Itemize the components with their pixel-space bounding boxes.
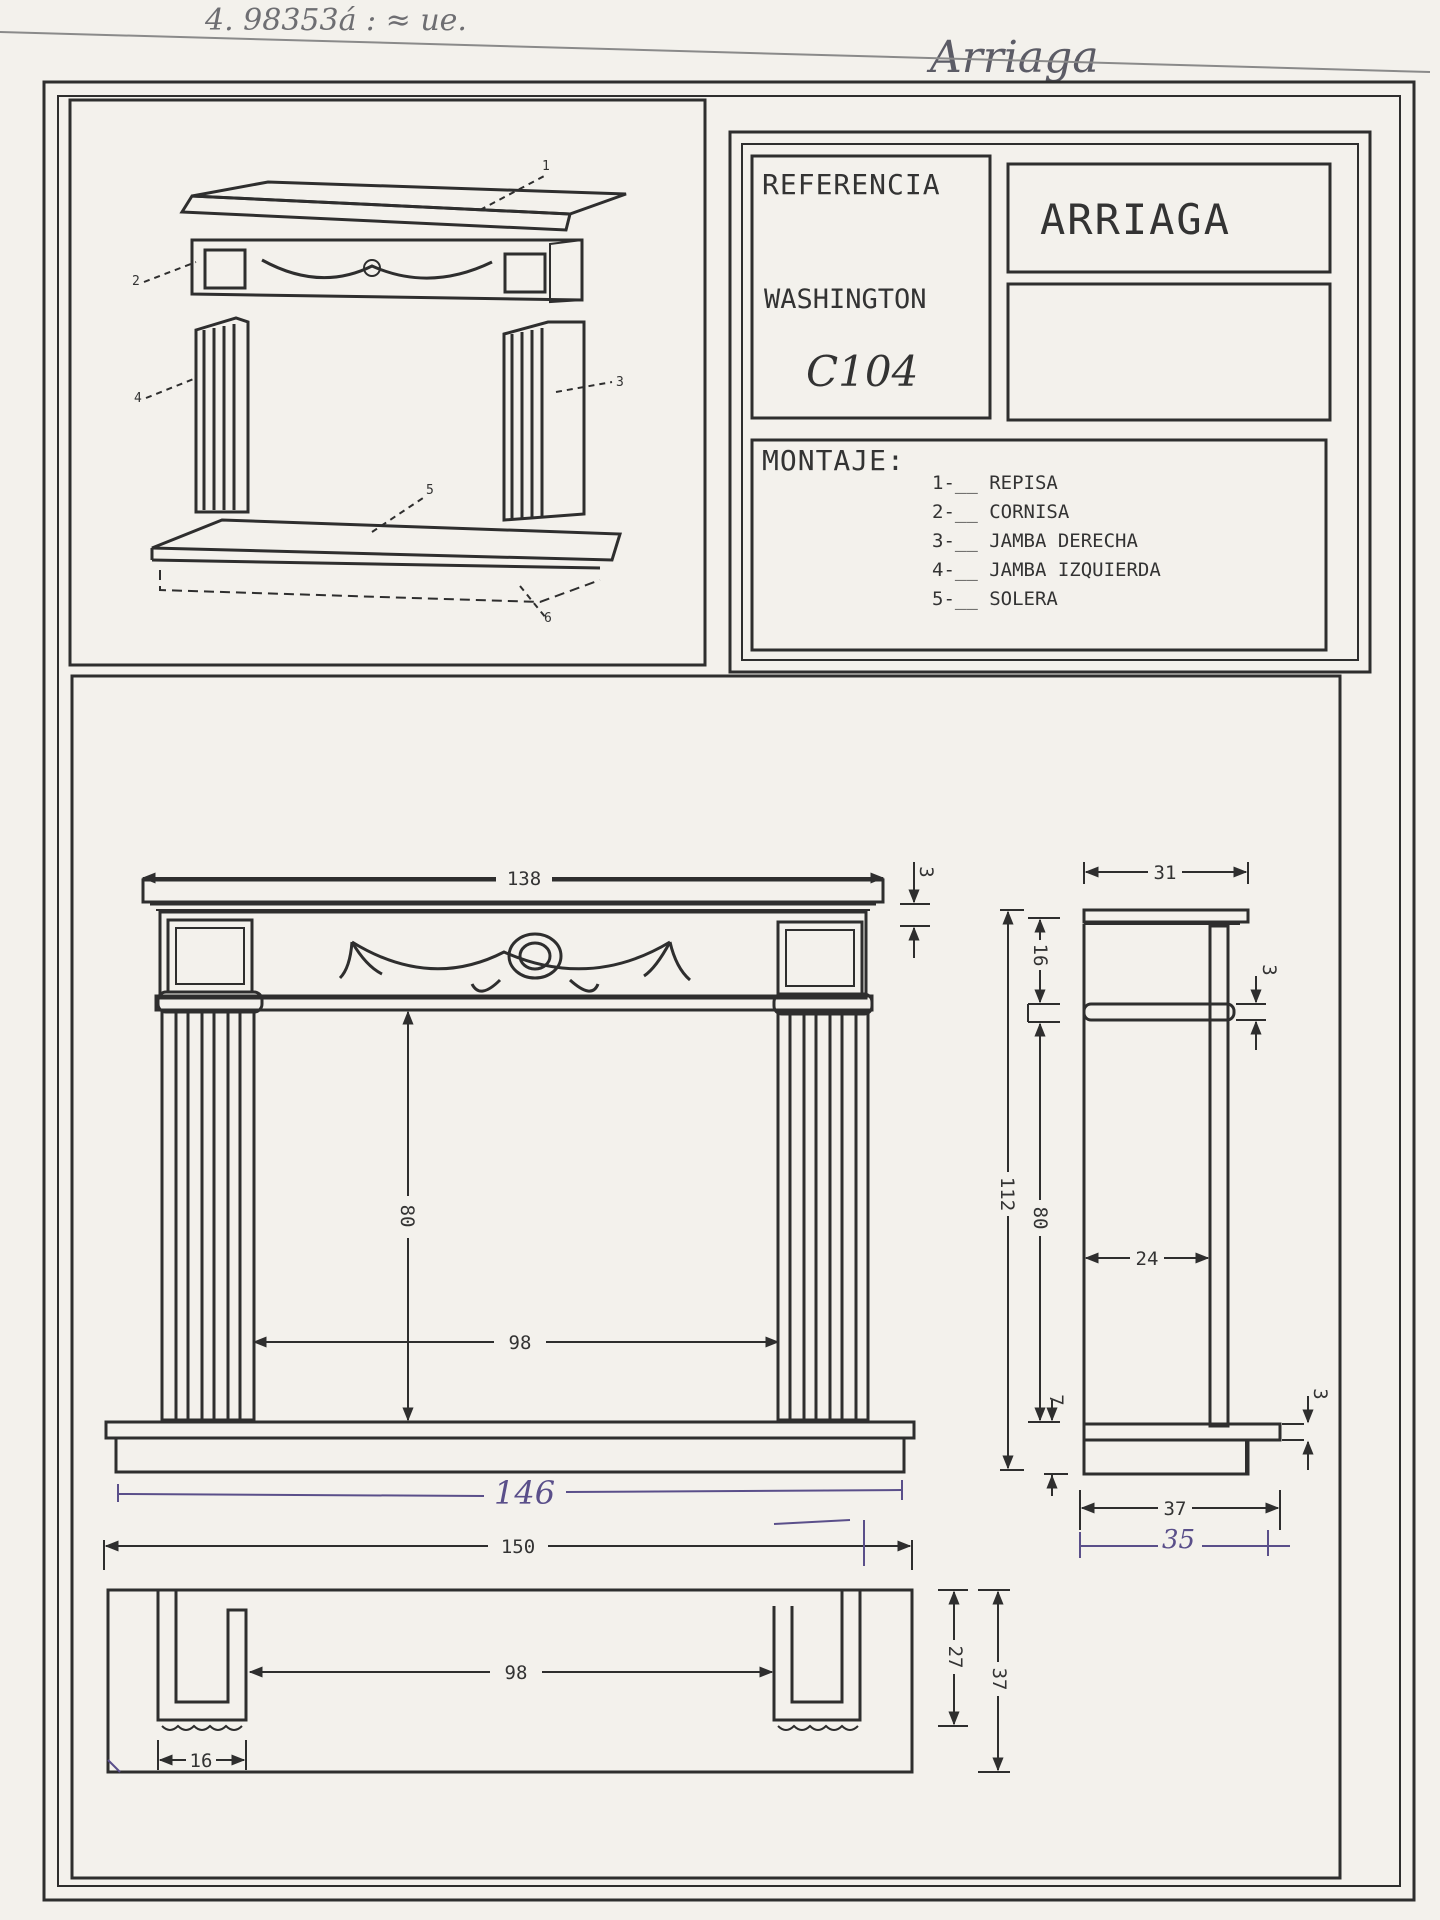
side-elevation: 31 112 16 80 7 3 24 (996, 860, 1331, 1558)
dim-hearth-width-handwritten: 146 (494, 1474, 555, 1512)
model-code: C104 (806, 347, 918, 396)
left-jamb (160, 1008, 256, 1422)
part-item-1: 1-__ REPISA (932, 472, 1058, 494)
part-item-5: 5-__ SOLERA (932, 588, 1058, 610)
drawing-panel (70, 674, 1342, 1880)
hearth-base (114, 1436, 906, 1474)
inner-frame (57, 95, 1401, 1887)
front-elevation: 138 3 80 98 146 150 (103, 862, 937, 1570)
callout-6: 6 (544, 611, 552, 626)
dim-side-depth-top: 31 (1154, 862, 1177, 884)
dim-band-thickness: 3 (1258, 964, 1280, 975)
dim-frieze-height: 16 (1029, 944, 1051, 967)
dim-total-height: 112 (996, 1177, 1018, 1211)
assembly-label: MONTAJE: (762, 444, 905, 477)
dim-opening-width: 98 (509, 1332, 532, 1354)
dim-hearth-depth: 37 (1164, 1498, 1187, 1520)
brand-name: ARRIAGA (1040, 195, 1231, 244)
callout-3: 3 (616, 375, 624, 390)
outer-frame (42, 80, 1416, 1902)
right-jamb-part (502, 320, 586, 522)
title-block: REFERENCIA WASHINGTON C104 ARRIAGA MONTA… (728, 130, 1372, 674)
assembly-box (750, 438, 1328, 652)
right-jamb (776, 1010, 870, 1422)
callout-2: 2 (132, 274, 140, 289)
dim-plan-total-depth: 37 (988, 1668, 1010, 1691)
reference-label: REFERENCIA (762, 168, 941, 201)
dim-plan-opening-width: 98 (505, 1662, 528, 1684)
callout-4: 4 (134, 391, 142, 406)
empty-box (1006, 282, 1332, 422)
dim-plan-jamb-width: 16 (190, 1750, 213, 1772)
header-rule (0, 31, 1431, 73)
dim-side-inner-height: 80 (1029, 1207, 1051, 1230)
dim-hearth-thickness: 3 (1309, 1388, 1331, 1399)
garland-ornament (338, 932, 692, 993)
dim-opening-height: 80 (396, 1205, 418, 1228)
hearth-part (151, 518, 623, 562)
left-jamb-part (194, 316, 250, 514)
dim-plan-inner-depth: 27 (944, 1646, 966, 1669)
model-name: WASHINGTON (764, 284, 927, 315)
part-item-4: 4-__ JAMBA IZQUIERDA (932, 559, 1161, 581)
part-item-2: 2-__ CORNISA (932, 501, 1070, 523)
plan-view: 98 16 27 37 (106, 1588, 1010, 1774)
handwritten-signature: Arriaga (926, 32, 1099, 83)
reference-box (750, 154, 992, 420)
part-item-3: 3-__ JAMBA DERECHA (932, 530, 1138, 552)
dim-mantel-width: 138 (507, 868, 541, 890)
dim-hearth-depth-handwritten: 35 (1162, 1525, 1195, 1555)
dim-hearth-width: 150 (501, 1536, 535, 1558)
callout-5: 5 (426, 483, 434, 498)
dim-jamb-depth: 24 (1136, 1248, 1159, 1270)
header-scribble: 4. 98353á : ≈ ue. (204, 3, 467, 38)
exploded-view-panel: 1 2 3 4 5 6 (68, 98, 707, 667)
dim-plinth-height: 7 (1045, 1394, 1067, 1405)
brand-box (1006, 162, 1332, 274)
callout-1: 1 (542, 159, 550, 174)
dim-mantel-thickness: 3 (915, 866, 937, 877)
